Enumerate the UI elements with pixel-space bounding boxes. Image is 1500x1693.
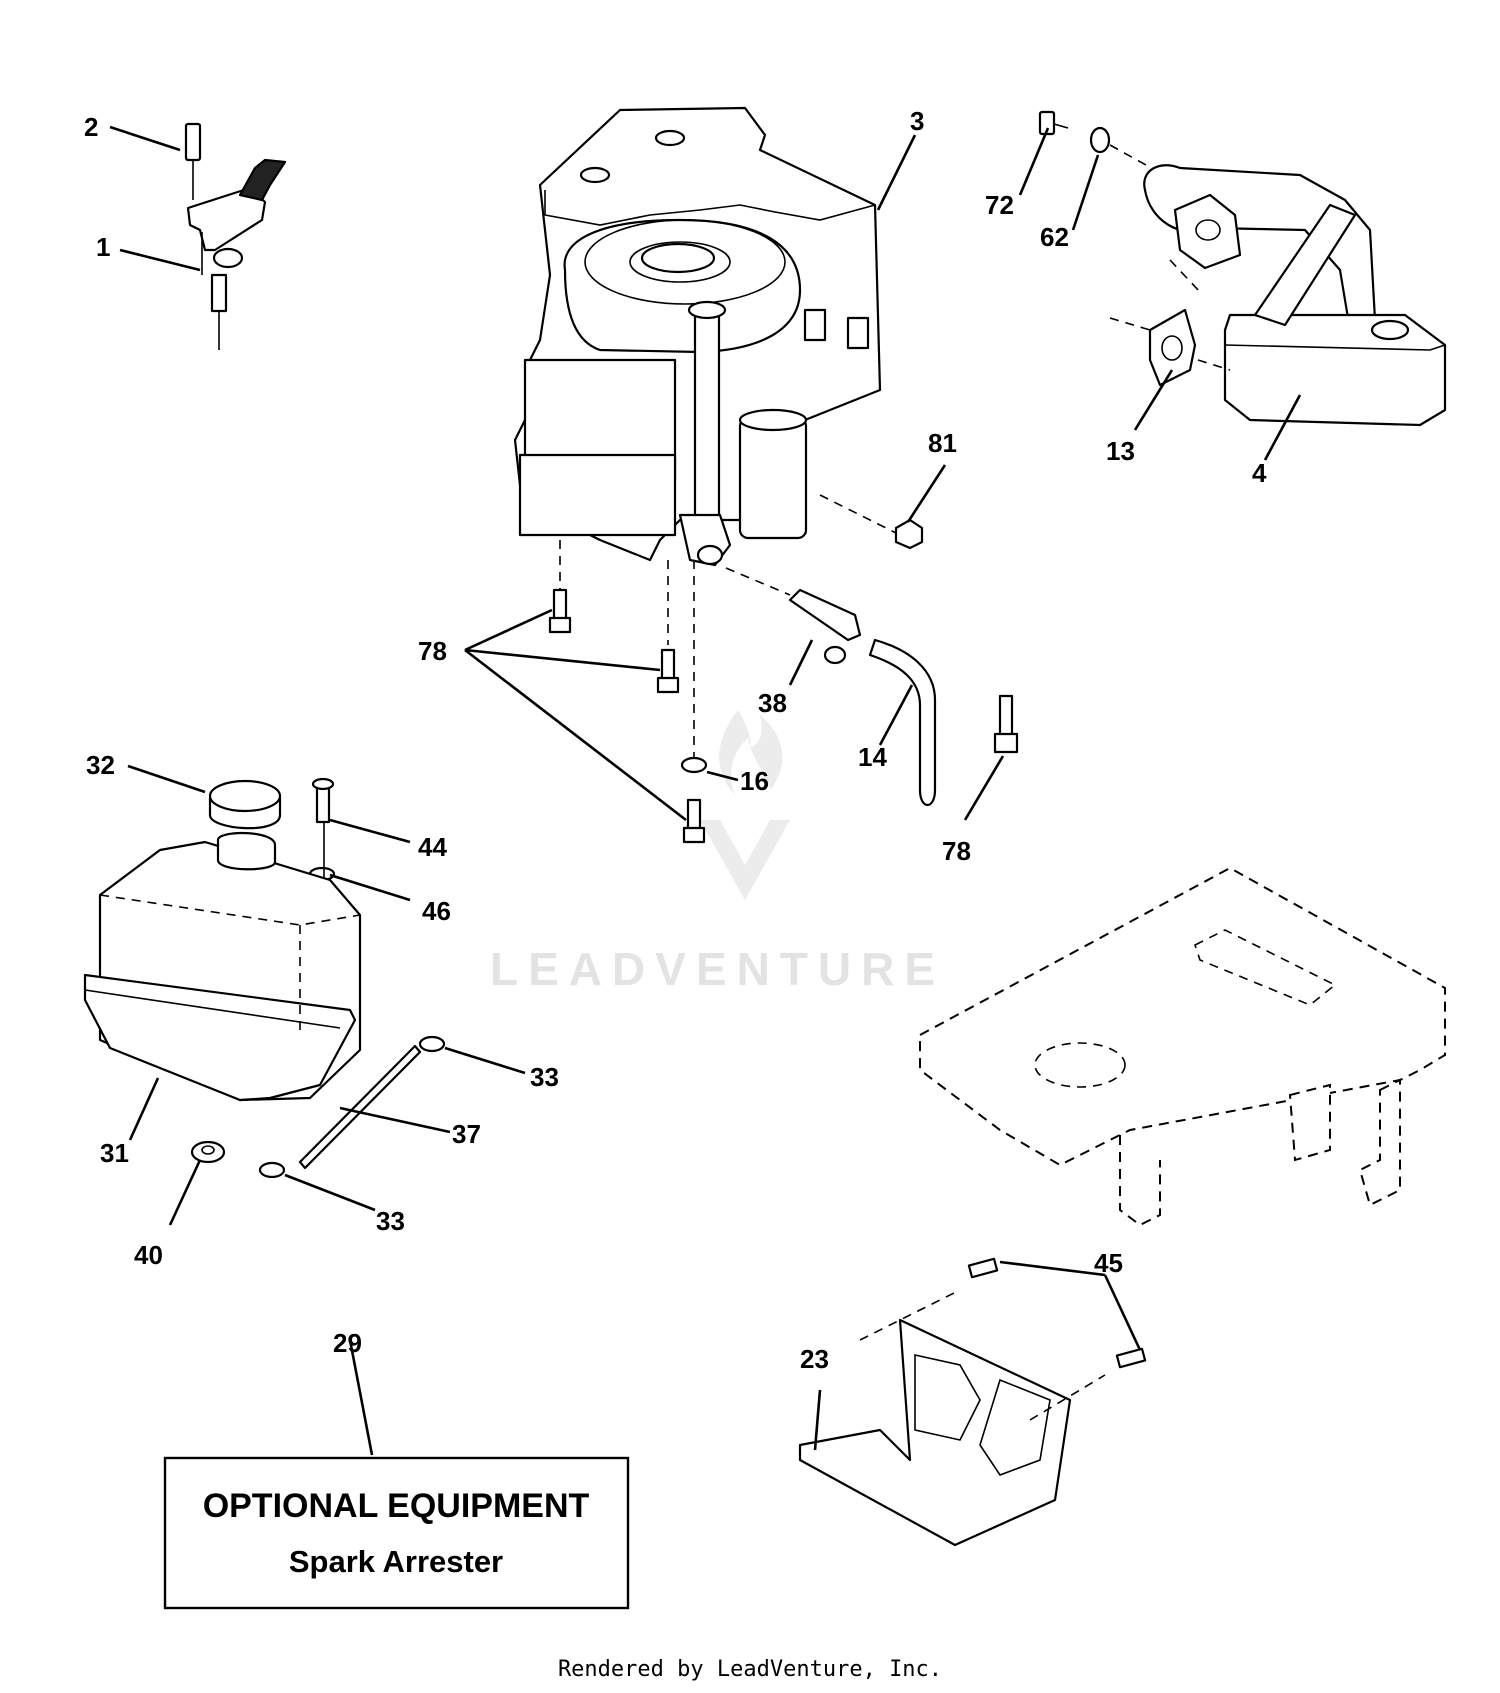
bolts-part xyxy=(548,588,1019,844)
callout-14: 14 xyxy=(858,742,887,772)
callout-2: 2 xyxy=(84,112,98,142)
callout-81: 81 xyxy=(928,428,957,458)
throttle-control-part xyxy=(184,122,287,350)
nut-part xyxy=(894,518,924,550)
callout-33-lower: 33 xyxy=(376,1206,405,1236)
footer-credit: Rendered by LeadVenture, Inc. xyxy=(558,1657,942,1682)
callout-45: 45 xyxy=(1094,1248,1123,1278)
callout-44: 44 xyxy=(418,832,447,862)
watermark-text: LEADVENTURE xyxy=(490,943,945,995)
callout-78-left: 78 xyxy=(418,636,447,666)
callout-33-upper: 33 xyxy=(530,1062,559,1092)
fuel-cap-part xyxy=(208,779,282,830)
callout-1: 1 xyxy=(96,232,110,262)
optional-equipment-subtitle: Spark Arrester xyxy=(289,1544,503,1579)
optional-equipment-title: OPTIONAL EQUIPMENT xyxy=(203,1487,590,1525)
watermark-flame-icon xyxy=(700,710,790,900)
callout-37: 37 xyxy=(452,1119,481,1149)
callout-labels: 2 1 3 72 62 13 4 81 78 38 14 16 78 32 44… xyxy=(84,106,1267,1374)
callout-32: 32 xyxy=(86,750,115,780)
callout-31: 31 xyxy=(100,1138,129,1168)
leader-lines xyxy=(109,125,1302,1456)
fuel-filter-part xyxy=(788,588,937,807)
callout-78-right: 78 xyxy=(942,836,971,866)
callout-13: 13 xyxy=(1106,436,1135,466)
watermark: LEADVENTURE xyxy=(490,710,945,995)
callout-72: 72 xyxy=(985,190,1014,220)
lock-washer-part xyxy=(680,756,708,774)
callout-46: 46 xyxy=(422,896,451,926)
callout-29: 29 xyxy=(333,1328,362,1358)
callout-38: 38 xyxy=(758,688,787,718)
optional-equipment-box: OPTIONAL EQUIPMENT Spark Arrester xyxy=(163,1456,630,1610)
heat-shield-part xyxy=(798,1257,1147,1547)
callout-62: 62 xyxy=(1040,222,1069,252)
callout-23: 23 xyxy=(800,1344,829,1374)
fuel-tank-part xyxy=(83,832,362,1102)
callout-40: 40 xyxy=(134,1240,163,1270)
fuel-line-part xyxy=(190,1035,446,1179)
engine-part xyxy=(513,106,901,760)
callout-16: 16 xyxy=(740,766,769,796)
frame-reference xyxy=(919,866,1446,1227)
callout-4: 4 xyxy=(1252,458,1267,488)
muffler-part xyxy=(1038,110,1447,427)
callout-3: 3 xyxy=(910,106,924,136)
